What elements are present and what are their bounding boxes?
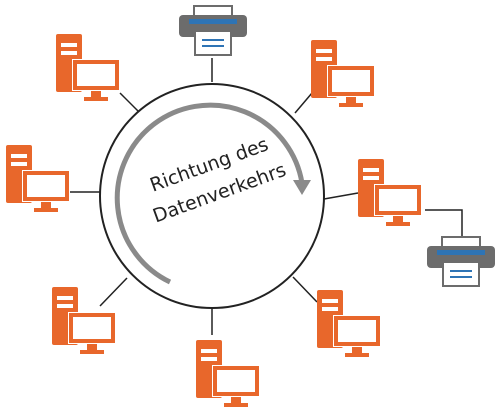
connection-lines [70,58,463,335]
computer-icon[interactable] [54,32,122,103]
connection-line [292,276,318,303]
computer-icon[interactable] [356,157,424,228]
connection-line [99,277,128,307]
connection-line [119,92,141,114]
printer-icon[interactable] [426,235,496,287]
connection-line [425,209,463,236]
circular-arrow-icon [114,102,311,285]
computer-icon[interactable] [4,143,72,214]
connection-line [323,192,359,200]
computer-icon[interactable] [50,285,118,356]
computer-icon[interactable] [194,338,262,409]
computer-icon[interactable] [309,38,377,109]
connection-line [294,92,313,114]
computer-icon[interactable] [315,288,383,359]
printer-icon[interactable] [178,4,248,56]
network-ring [99,83,325,309]
